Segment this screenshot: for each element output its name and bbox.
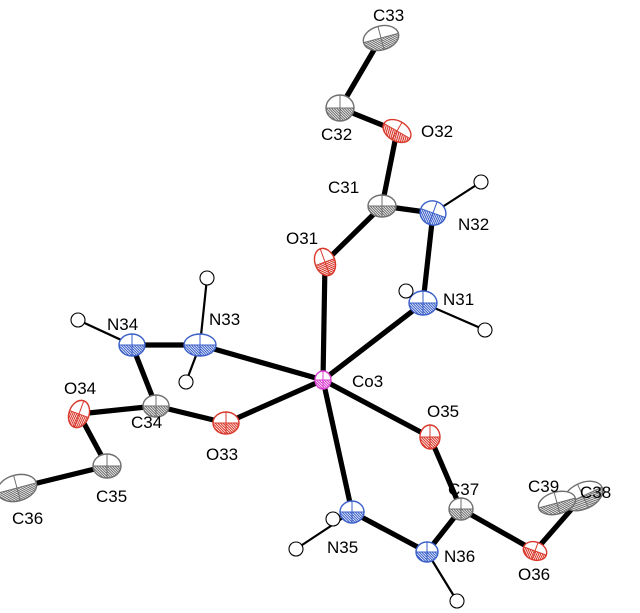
atom-c31 — [367, 194, 397, 218]
bond-n31-co3 — [320, 300, 426, 383]
atom-h32 — [473, 174, 489, 190]
label-c38: C38 — [580, 483, 611, 502]
bond-o35-co3 — [320, 377, 433, 440]
label-co3: Co3 — [352, 372, 383, 391]
bond-o33-co3 — [223, 377, 326, 426]
atom-h36 — [449, 593, 465, 609]
atom-h35b — [288, 541, 304, 557]
label-o36: O36 — [518, 565, 550, 584]
label-n35: N35 — [327, 538, 358, 557]
label-c34: C34 — [131, 413, 162, 432]
atom-h35a — [325, 511, 341, 527]
atom-h31a — [398, 283, 414, 299]
bond-o31-co3 — [320, 259, 328, 383]
label-c33: C33 — [373, 6, 404, 25]
label-n32: N32 — [458, 215, 489, 234]
atom-o33 — [212, 411, 240, 435]
bond-n35-co3 — [320, 377, 355, 515]
atoms-layer — [0, 24, 608, 609]
label-o31: O31 — [286, 229, 318, 248]
atom-c35 — [92, 453, 122, 479]
label-o34: O34 — [64, 379, 96, 398]
label-o35: O35 — [427, 402, 459, 421]
atom-n32 — [416, 200, 450, 229]
label-n34: N34 — [107, 315, 138, 334]
label-c35: C35 — [96, 487, 127, 506]
atom-h33a — [199, 270, 215, 286]
bond-o32-c31 — [379, 128, 400, 209]
atom-c36 — [0, 473, 40, 506]
bond-n33-co3 — [197, 342, 326, 383]
label-n33: N33 — [209, 310, 240, 329]
atom-c37 — [448, 497, 474, 521]
bond-c31-o31 — [322, 203, 385, 265]
label-c31: C31 — [328, 178, 359, 197]
label-c37: C37 — [448, 480, 479, 499]
atom-h31b — [477, 322, 493, 338]
atom-h34 — [70, 312, 86, 328]
label-c36: C36 — [12, 509, 43, 528]
atom-o35 — [419, 424, 441, 450]
label-c32: C32 — [321, 125, 352, 144]
bond-n36-n35 — [349, 509, 430, 555]
atom-o34 — [64, 399, 94, 431]
atom-h33b — [178, 374, 194, 390]
label-c39: C39 — [528, 477, 559, 496]
label-n31: N31 — [443, 290, 474, 309]
bond-c37-o36 — [458, 506, 538, 554]
label-o33: O33 — [206, 445, 238, 464]
label-o32: O32 — [421, 122, 453, 141]
label-n36: N36 — [444, 547, 475, 566]
bond-n32-n31 — [420, 210, 436, 306]
bond-o35-c37 — [427, 434, 464, 512]
atom-n35 — [339, 500, 365, 524]
bonds-layer — [14, 35, 586, 603]
